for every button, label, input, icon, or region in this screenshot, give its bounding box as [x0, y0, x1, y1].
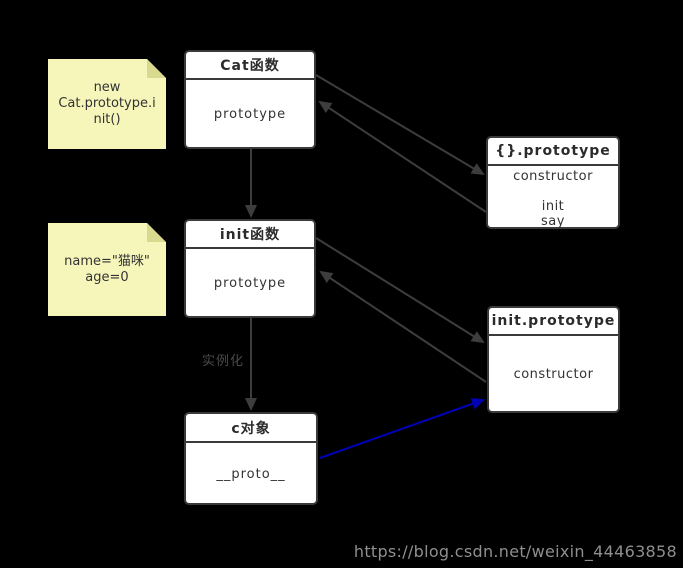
note-name-age: name="猫咪" age=0 [48, 223, 166, 316]
node-body: prototype [213, 107, 287, 122]
node-obj-prototype: {}.prototype constructor init say [486, 136, 620, 229]
note-line: age=0 [85, 269, 129, 285]
member-spacer [488, 184, 618, 199]
note-line: nit() [93, 112, 121, 127]
node-title: init.prototype [489, 308, 618, 336]
node-body: constructor init say [488, 166, 618, 229]
node-title: init函数 [186, 221, 314, 249]
note-line: name="猫咪" [64, 253, 150, 269]
member-constructor: constructor [513, 169, 593, 184]
connector-cat-prototype-to-objproto [315, 74, 485, 176]
node-cat-function: Cat函数 prototype [184, 50, 316, 149]
node-init-prototype: init.prototype constructor [487, 306, 620, 413]
instantiate-edge-label: 实例化 [202, 354, 245, 369]
node-body: constructor [513, 367, 594, 382]
note-line: Cat.prototype.i [58, 96, 156, 111]
node-title: {}.prototype [488, 138, 618, 166]
node-body: prototype [213, 276, 287, 291]
note-line: new [93, 80, 121, 95]
node-init-function: init函数 prototype [184, 219, 316, 318]
note-new-cat-prototype-init: new Cat.prototype.i nit() [48, 59, 166, 149]
watermark-url: https://blog.csdn.net/weixin_44463858 [353, 542, 677, 561]
connector-objproto-constructor-to-cat [318, 100, 487, 213]
member-say: say [541, 214, 565, 229]
member-init: init [541, 199, 565, 214]
connector-cobj-proto-to-initproto [319, 398, 485, 459]
node-c-object: c对象 __proto__ [184, 412, 318, 505]
connector-initfn-prototype-to-initproto [315, 237, 485, 344]
connector-initproto-constructor-to-initfn [319, 270, 487, 383]
node-title: c对象 [186, 414, 316, 443]
node-body: __proto__ [216, 466, 286, 482]
node-title: Cat函数 [186, 52, 314, 80]
